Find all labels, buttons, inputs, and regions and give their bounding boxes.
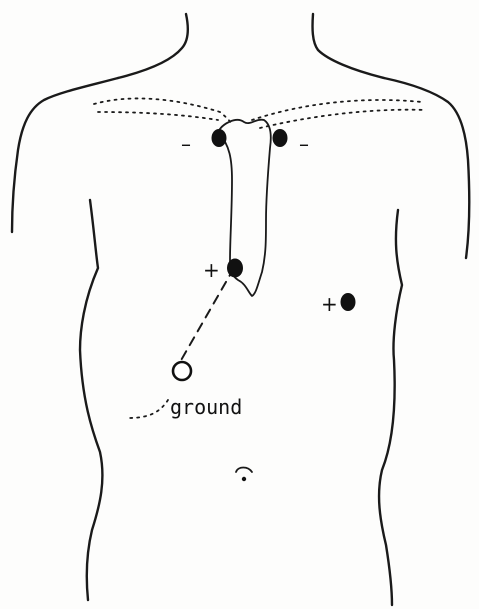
- neck-left-line: [118, 14, 188, 78]
- neck-right-line: [313, 14, 384, 78]
- sign-negative-right: –: [299, 132, 309, 156]
- electrode-positive-left-chest: [341, 293, 356, 311]
- sternum-outline: [218, 120, 271, 296]
- navel: [236, 468, 252, 473]
- left-clavicle: [94, 98, 232, 124]
- right-torso-side: [379, 210, 402, 605]
- electrode-positive-sternum: [227, 259, 243, 278]
- sign-negative-left: –: [181, 132, 191, 156]
- right-clavicle-lower: [260, 110, 426, 128]
- ground-label: ground: [170, 395, 242, 419]
- ground-reference-line: [128, 400, 168, 418]
- navel-dot: [242, 477, 246, 481]
- sign-positive-sternum: +: [203, 258, 220, 282]
- electrode-ground: [173, 362, 191, 380]
- left-clavicle-lower: [98, 112, 218, 120]
- right-clavicle: [252, 100, 422, 120]
- electrode-negative-right: [273, 129, 288, 147]
- electrode-negative-left: [212, 129, 227, 147]
- left-torso-side: [80, 200, 102, 600]
- ground-lead-wire: [172, 268, 234, 376]
- sign-positive-left-chest: +: [321, 292, 338, 316]
